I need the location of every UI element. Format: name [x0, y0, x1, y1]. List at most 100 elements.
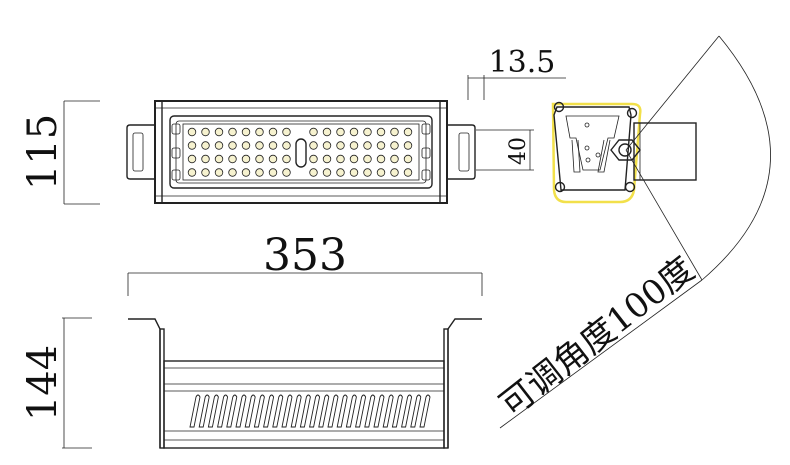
led-dot — [376, 127, 386, 137]
led-dot — [187, 154, 197, 164]
led-dot — [241, 168, 251, 177]
led-dot — [349, 168, 359, 177]
led-dot — [214, 141, 224, 150]
led-dot — [255, 154, 264, 164]
led-dot — [349, 154, 359, 164]
led-dot — [268, 141, 278, 150]
dim-353-label: 353 — [263, 230, 347, 281]
led-dot — [268, 154, 278, 164]
led-dot — [403, 168, 413, 177]
heat-sink-fin — [226, 394, 238, 428]
heat-sink-fin — [382, 394, 394, 428]
bracket — [551, 101, 642, 204]
center-slot — [295, 138, 307, 168]
led-dot — [349, 141, 359, 150]
led-dot — [309, 154, 318, 164]
led-dot — [241, 127, 251, 137]
housing-top — [154, 100, 448, 204]
heat-sink-fin — [355, 394, 367, 428]
housing-front — [128, 318, 482, 449]
led-dot — [336, 141, 345, 150]
heat-sink-fins — [189, 394, 431, 428]
led-dot — [322, 168, 332, 177]
dimension-144: 144 — [20, 317, 92, 449]
heat-sink-fin — [410, 394, 422, 428]
dimension-13-5: 13.5 — [467, 45, 566, 100]
heat-sink-fin — [318, 394, 330, 428]
led-dot — [349, 127, 359, 137]
angle-note: 可调角度100度 — [492, 249, 702, 425]
led-dot — [363, 141, 372, 150]
led-dot — [255, 168, 264, 177]
led-dot — [201, 127, 210, 137]
mount-arm — [633, 122, 697, 181]
heat-sink-fin — [336, 394, 348, 428]
led-dot — [403, 154, 413, 164]
led-dot — [201, 168, 210, 177]
led-dot — [322, 127, 332, 137]
heat-sink-fin — [309, 394, 321, 428]
led-dot — [214, 154, 224, 164]
led-dot — [228, 154, 237, 164]
led-dot — [390, 141, 399, 150]
led-dot — [282, 154, 291, 164]
led-dot — [336, 154, 345, 164]
led-dot — [187, 141, 197, 150]
dimension-115: 115 — [20, 100, 100, 205]
heat-sink-fin — [263, 394, 275, 428]
led-dot — [363, 127, 372, 137]
side-view: 可调角度100度 — [492, 35, 771, 429]
heat-sink-fin — [373, 394, 385, 428]
led-array — [187, 127, 413, 177]
dimension-40: 40 — [476, 129, 534, 171]
heat-sink-fin — [364, 394, 376, 428]
led-dot — [336, 127, 345, 137]
heat-sink-fin — [281, 394, 293, 428]
led-dot — [309, 141, 318, 150]
led-dot — [390, 168, 399, 177]
led-dot — [390, 154, 399, 164]
led-dot — [201, 141, 210, 150]
led-dot — [282, 141, 291, 150]
dim-115-label: 115 — [20, 114, 66, 190]
led-dot — [390, 127, 399, 137]
led-dot — [214, 127, 224, 137]
dim-40-label: 40 — [506, 137, 531, 165]
led-dot — [309, 127, 318, 137]
heat-sink-fin — [345, 394, 357, 428]
led-dot — [241, 141, 251, 150]
heat-sink-fin — [327, 394, 339, 428]
led-dot — [363, 168, 372, 177]
led-dot — [255, 141, 264, 150]
dim-144-label: 144 — [20, 345, 66, 421]
led-dot — [187, 168, 197, 177]
dim-13-5-label: 13.5 — [489, 45, 556, 80]
led-dot — [228, 168, 237, 177]
top-view: 115 — [20, 45, 566, 205]
front-view: 353 144 — [20, 230, 483, 449]
led-dot — [255, 127, 264, 137]
led-dot — [336, 168, 345, 177]
heat-sink-fin — [290, 394, 302, 428]
led-dot — [403, 141, 413, 150]
led-dot — [187, 127, 197, 137]
led-dot — [228, 141, 237, 150]
heat-sink-fin — [207, 394, 219, 428]
heat-sink-fin — [198, 394, 210, 428]
led-dot — [268, 168, 278, 177]
led-dot — [201, 154, 210, 164]
left-mount-tab — [126, 124, 155, 180]
heat-sink-fin — [189, 394, 201, 428]
heat-sink-fin — [401, 394, 413, 428]
led-dot — [403, 127, 413, 137]
led-dot — [241, 154, 251, 164]
led-dot — [363, 154, 372, 164]
adjust-angle-indicator — [499, 35, 771, 429]
heat-sink-fin — [235, 394, 247, 428]
heat-sink-fin — [244, 394, 256, 428]
right-mount-tab — [447, 124, 476, 180]
heat-sink-fin — [253, 394, 265, 428]
led-dot — [309, 168, 318, 177]
led-dot — [214, 168, 224, 177]
led-dot — [268, 127, 278, 137]
